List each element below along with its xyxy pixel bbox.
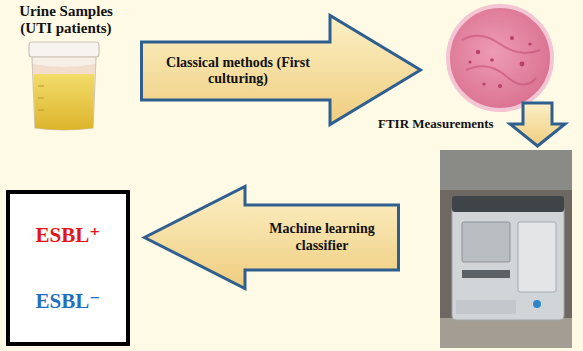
sample-label: Urine Samples (UTI patients) (4, 3, 128, 38)
result-box: ESBL⁺ ESBL⁻ (6, 190, 130, 346)
arrow-outline (140, 14, 422, 126)
arrow-outline (143, 185, 400, 290)
down-arrow (510, 103, 565, 146)
urine-cup (29, 42, 99, 130)
step-text: Machine learning classifier (254, 221, 390, 253)
result-text: ESBL⁺ (36, 223, 101, 247)
process-arrow: Machine learning classifier (143, 185, 400, 290)
ftir-instrument (440, 150, 572, 348)
agar-plate (448, 6, 552, 110)
step-text: Classical methods (First culturing) (153, 55, 323, 87)
result-text: ESBL⁻ (36, 289, 101, 313)
process-arrow: Classical methods (First culturing) (140, 14, 422, 126)
arrow-shape (142, 16, 421, 125)
step-label: FTIR Measurements (378, 117, 494, 132)
arrow-shape (145, 187, 399, 289)
